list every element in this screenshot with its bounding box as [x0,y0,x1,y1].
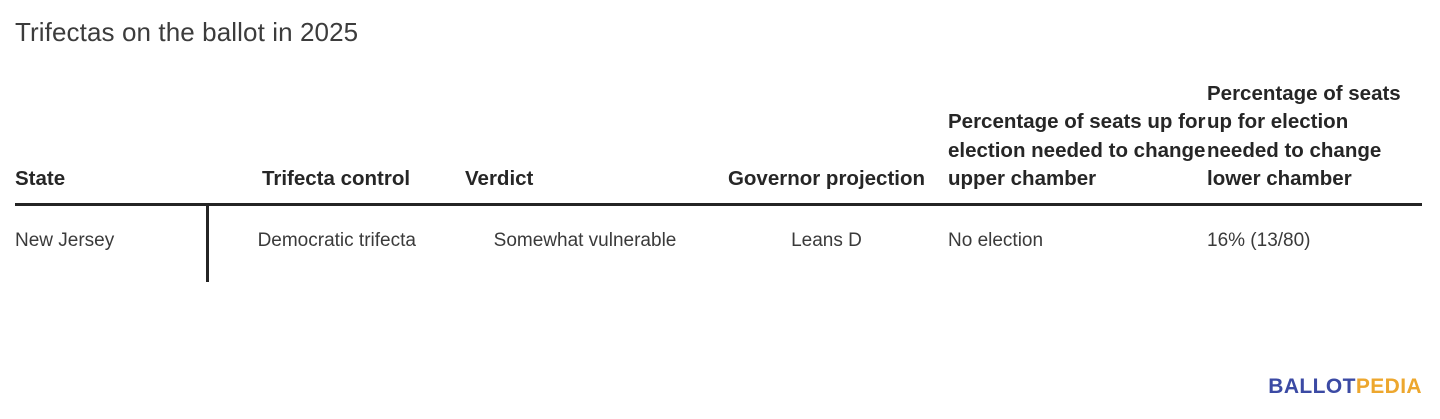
column-header-upper-chamber-pct: Percentage of seats up for election need… [948,80,1207,207]
column-header-state: State [15,80,207,207]
page-title: Trifectas on the ballot in 2025 [15,17,359,47]
table-body: New Jersey Democratic trifecta Somewhat … [15,204,1422,282]
column-header-governor-projection: Governor projection [705,80,948,207]
cell-state: New Jersey [15,204,209,282]
cell-verdict: Somewhat vulnerable [493,230,677,252]
logo-text-ballot: BALLOT [1268,375,1356,398]
column-header-trifecta-control: Trifecta control [207,80,465,207]
ballotpedia-logo: BALLOTPEDIA [1268,375,1422,399]
trifectas-table: State Trifecta control Verdict Governor … [15,80,1422,282]
column-header-lower-chamber-pct: Percentage of seats up for election need… [1207,80,1422,207]
table-row: New Jersey Democratic trifecta Somewhat … [15,204,1422,282]
table-header-row: State Trifecta control Verdict Governor … [15,80,1422,207]
cell-trifecta-control: Democratic trifecta [257,230,416,252]
cell-upper-chamber-pct: No election [948,230,1044,252]
cell-lower-chamber-pct: 16% (13/80) [1207,230,1311,252]
table-container: State Trifecta control Verdict Governor … [15,80,1422,282]
cell-governor-projection: Leans D [791,230,862,252]
table-header: State Trifecta control Verdict Governor … [15,80,1422,207]
logo-text-pedia: PEDIA [1355,375,1422,398]
column-header-verdict: Verdict [465,80,705,207]
